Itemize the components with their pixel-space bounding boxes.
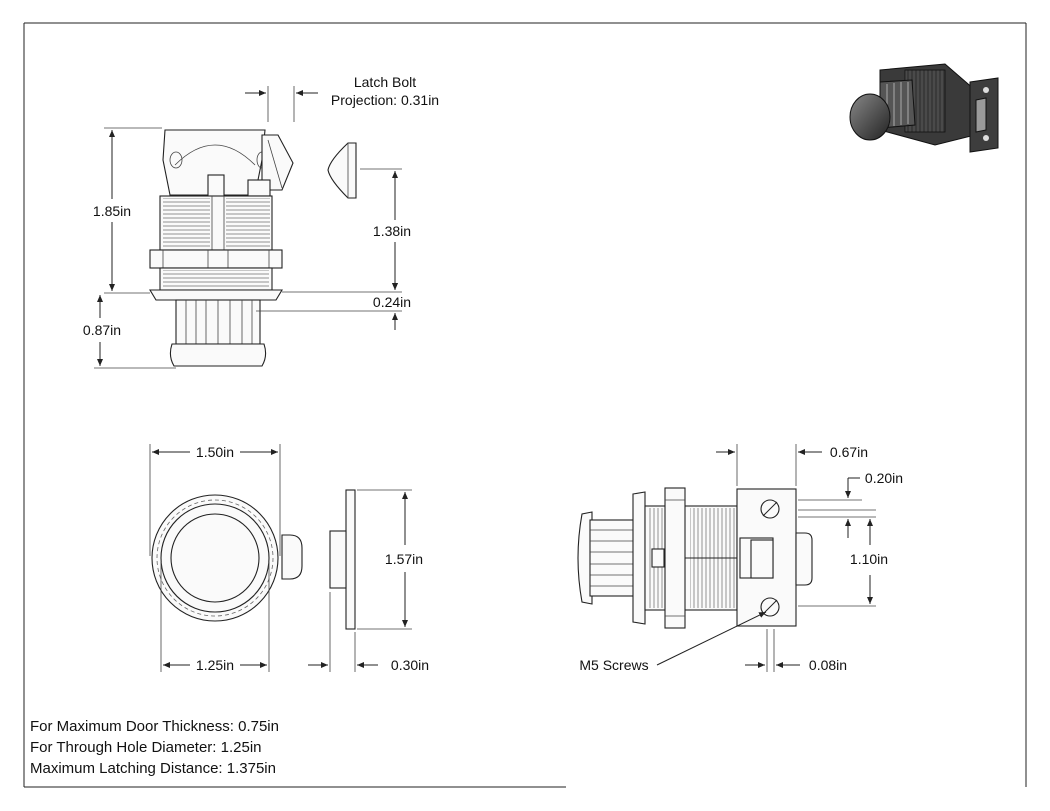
latch-bolt-label: Latch Bolt [354, 74, 416, 90]
drawing-border [23, 22, 1027, 788]
flange-thickness-label: 0.24in [373, 294, 411, 310]
plate-thickness-label: 0.08in [809, 657, 847, 673]
latch-height-label: 1.38in [373, 223, 411, 239]
side-view-dimensions [94, 86, 402, 369]
side-view [149, 129, 357, 367]
overall-height-label: 1.85in [93, 203, 131, 219]
button-projection-label: 0.87in [83, 322, 121, 338]
plate-width-label: 0.67in [830, 444, 868, 460]
specification-notes: For Maximum Door Thickness: 0.75in For T… [30, 716, 279, 779]
note-door-thickness: For Maximum Door Thickness: 0.75in [30, 718, 279, 735]
note-hole-diameter: For Through Hole Diameter: 1.25in [30, 739, 262, 756]
m5-screws-label: M5 Screws [579, 657, 648, 673]
hole-diameter-label: 1.25in [196, 657, 234, 673]
plate-height-label: 1.57in [385, 551, 423, 567]
rear-view-labels: 0.67in 0.20in 1.10in 0.08in M5 Screws [579, 444, 903, 673]
front-view [151, 489, 356, 630]
latch-projection-label: Projection: 0.31in [331, 92, 439, 108]
rear-view-dimensions [656, 444, 876, 672]
plate-depth-label: 0.30in [391, 657, 429, 673]
product-render-image [849, 63, 999, 153]
screw-offset-label: 0.20in [865, 470, 903, 486]
front-view-labels: 1.50in 1.25in 1.57in 0.30in [196, 444, 429, 673]
flange-diameter-label: 1.50in [196, 444, 234, 460]
front-view-dimensions [149, 444, 412, 672]
note-latching-distance: Maximum Latching Distance: 1.375in [30, 760, 276, 777]
rear-view [577, 487, 813, 629]
screw-spacing-label: 1.10in [850, 551, 888, 567]
side-view-labels: Latch Bolt Projection: 0.31in 1.85in 0.8… [83, 74, 439, 338]
